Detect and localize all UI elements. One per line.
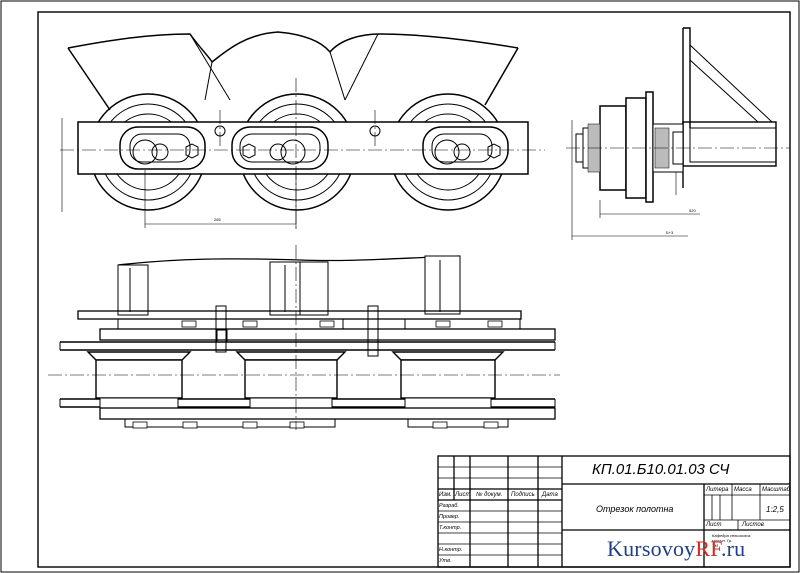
- col-header-signature: Подпись: [511, 492, 535, 498]
- part-name: Отрезок полотна: [596, 504, 674, 514]
- watermark-accent: RF: [695, 536, 721, 561]
- scale-value: 1:2,5: [766, 505, 784, 514]
- row-checked: Провер.: [439, 514, 460, 520]
- inner-frame: [37, 11, 791, 568]
- header-letter: Литера: [706, 487, 729, 493]
- row-developed: Разраб.: [439, 503, 459, 509]
- org-stamp-line-3: ТМ: [712, 543, 718, 548]
- pitch-dimension: 265: [214, 217, 221, 222]
- width-dimension: Б+3: [666, 230, 674, 235]
- bottom-view: [59, 255, 556, 428]
- bottom-view-centerlines: [48, 245, 560, 430]
- org-stamp-line-1: Кафедра сельскохоз.: [712, 533, 752, 538]
- row-n-control: Н.контр.: [439, 547, 463, 553]
- org-stamp-line-2: машин. Гр.: [712, 538, 733, 543]
- height-dimension: 520: [689, 208, 696, 213]
- header-mass: Масса: [734, 487, 752, 493]
- drawing-designation: КП.01.Б10.01.03 СЧ: [592, 461, 730, 478]
- col-header-sheet: Лист: [455, 492, 471, 498]
- bottom-roller-left: [86, 351, 192, 409]
- col-header-doc-no: № докум.: [476, 492, 503, 498]
- cell-sheets: Листов: [742, 522, 764, 528]
- watermark-logo: KursovoyRF.ru: [607, 536, 745, 562]
- bottom-roller-middle: [235, 351, 347, 409]
- cell-sheet: Лист: [706, 522, 722, 528]
- row-approved: Утв.: [439, 558, 452, 564]
- header-scale: Масштаб: [762, 487, 791, 493]
- row-t-control: Т.контр.: [439, 525, 462, 531]
- col-header-change: Изм.: [439, 492, 452, 498]
- watermark-suffix: .ru: [720, 536, 746, 561]
- top-view: [67, 31, 529, 211]
- col-header-date: Дата: [542, 492, 558, 498]
- bottom-view-bolts: [132, 320, 503, 429]
- title-block: [437, 455, 791, 568]
- side-view-dimensions: [566, 120, 790, 240]
- bottom-roller-right: [391, 351, 505, 409]
- watermark-main: Kursovoy: [607, 536, 696, 561]
- top-view-dimensions: [61, 118, 297, 228]
